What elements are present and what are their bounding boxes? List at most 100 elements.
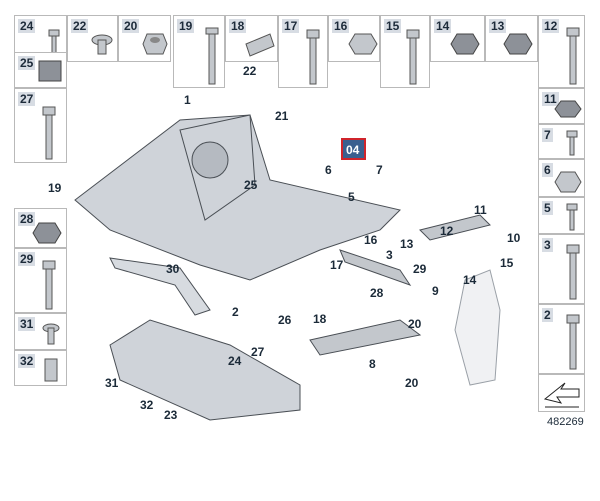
part-number: 32 bbox=[18, 354, 36, 368]
part-number: 2 bbox=[542, 308, 553, 322]
callout-2[interactable]: 2 bbox=[232, 305, 239, 319]
nut-icon bbox=[348, 33, 378, 55]
callout-16[interactable]: 16 bbox=[364, 233, 378, 247]
part-cell-29[interactable]: 29 bbox=[14, 248, 67, 313]
part-cell-27[interactable]: 27 bbox=[14, 88, 67, 163]
callout-9[interactable]: 9 bbox=[432, 284, 439, 298]
part-number: 14 bbox=[434, 19, 452, 33]
nut-icon bbox=[554, 171, 582, 193]
part-cell-13[interactable]: 13 bbox=[485, 15, 538, 62]
callout-31[interactable]: 31 bbox=[105, 376, 119, 390]
part-cell-15[interactable]: 15 bbox=[380, 15, 430, 88]
part-number: 31 bbox=[18, 317, 36, 331]
callout-15[interactable]: 15 bbox=[500, 256, 514, 270]
subframe bbox=[74, 114, 401, 281]
arrow-cell bbox=[538, 374, 585, 412]
part-number: 19 bbox=[177, 19, 195, 33]
callout-12[interactable]: 12 bbox=[440, 224, 454, 238]
part-cell-14[interactable]: 14 bbox=[430, 15, 485, 62]
part-number: 6 bbox=[542, 163, 553, 177]
callout-21[interactable]: 21 bbox=[275, 109, 289, 123]
callout-22[interactable]: 22 bbox=[243, 64, 257, 78]
callout-11[interactable]: 11 bbox=[474, 203, 487, 217]
callout-24[interactable]: 24 bbox=[228, 354, 242, 368]
part-number: 7 bbox=[542, 128, 553, 142]
part-number: 16 bbox=[332, 19, 350, 33]
callout-29[interactable]: 29 bbox=[413, 262, 427, 276]
callout-18[interactable]: 18 bbox=[313, 312, 327, 326]
part-cell-22[interactable]: 22 bbox=[67, 15, 118, 62]
part-number: 20 bbox=[122, 19, 140, 33]
part-cell-31[interactable]: 31 bbox=[14, 313, 67, 350]
bolt-icon bbox=[566, 130, 578, 156]
sleeve-icon bbox=[44, 358, 58, 382]
part-cell-18[interactable]: 18 bbox=[225, 15, 278, 62]
callout-27[interactable]: 27 bbox=[251, 345, 265, 359]
callout-10[interactable]: 10 bbox=[507, 231, 521, 245]
part-cell-25[interactable]: 25 bbox=[14, 52, 67, 88]
long-bolt-icon bbox=[205, 27, 219, 85]
callout-30[interactable]: 30 bbox=[166, 262, 180, 276]
callout-14[interactable]: 14 bbox=[463, 273, 477, 287]
callout-3[interactable]: 3 bbox=[386, 248, 393, 262]
nut-icon bbox=[450, 33, 480, 55]
part-cell-17[interactable]: 17 bbox=[278, 15, 328, 88]
part-number: 15 bbox=[384, 19, 402, 33]
callout-8[interactable]: 8 bbox=[369, 357, 376, 371]
part-cell-5[interactable]: 5 bbox=[538, 197, 585, 234]
part-cell-16[interactable]: 16 bbox=[328, 15, 380, 62]
callout-25[interactable]: 25 bbox=[244, 178, 258, 192]
part-cell-32[interactable]: 32 bbox=[14, 350, 67, 386]
long-bolt-icon bbox=[566, 27, 580, 85]
part-number: 27 bbox=[18, 92, 36, 106]
long-bolt-icon bbox=[566, 244, 580, 300]
part-cell-28[interactable]: 28 bbox=[14, 208, 67, 248]
bolt-icon bbox=[42, 323, 60, 345]
long-bolt-icon bbox=[566, 314, 580, 370]
callout-28[interactable]: 28 bbox=[370, 286, 384, 300]
knuckle bbox=[454, 269, 501, 386]
callout-6[interactable]: 6 bbox=[325, 163, 332, 177]
long-bolt-icon bbox=[42, 260, 56, 310]
part-number: 29 bbox=[18, 252, 36, 266]
diagram-id: 482269 bbox=[547, 416, 584, 428]
callout-7[interactable]: 7 bbox=[376, 163, 383, 177]
part-cell-20[interactable]: 20 bbox=[118, 15, 171, 62]
callout-32[interactable]: 32 bbox=[140, 398, 154, 412]
part-cell-7[interactable]: 7 bbox=[538, 124, 585, 159]
part-number: 17 bbox=[282, 19, 300, 33]
long-bolt-icon bbox=[42, 106, 56, 160]
callout-26[interactable]: 26 bbox=[278, 313, 292, 327]
part-cell-3[interactable]: 3 bbox=[538, 234, 585, 304]
part-number: 13 bbox=[489, 19, 507, 33]
callout-23[interactable]: 23 bbox=[164, 408, 178, 422]
part-cell-2[interactable]: 2 bbox=[538, 304, 585, 374]
highlighted-part-label[interactable]: 04 bbox=[341, 138, 366, 160]
callout-20a[interactable]: 20 bbox=[408, 317, 422, 331]
callout-17[interactable]: 17 bbox=[330, 258, 344, 272]
part-cell-6[interactable]: 6 bbox=[538, 159, 585, 197]
part-number: 25 bbox=[18, 56, 36, 70]
callout-1[interactable]: 1 bbox=[184, 93, 191, 107]
callout-5[interactable]: 5 bbox=[348, 190, 355, 204]
underbody-shield bbox=[109, 319, 301, 421]
part-cell-12[interactable]: 12 bbox=[538, 15, 585, 88]
bracket-icon bbox=[38, 60, 62, 82]
part-number: 18 bbox=[229, 19, 247, 33]
stud-bolt-icon bbox=[406, 29, 420, 85]
part-cell-19[interactable]: 19 bbox=[173, 15, 225, 88]
nut-icon bbox=[32, 222, 62, 244]
part-number: 5 bbox=[542, 201, 553, 215]
bracket-30 bbox=[109, 257, 211, 316]
callout-20b[interactable]: 20 bbox=[405, 376, 419, 390]
part-cell-11[interactable]: 11 bbox=[538, 88, 585, 124]
callout-19[interactable]: 19 bbox=[48, 181, 62, 195]
part-number: 3 bbox=[542, 238, 553, 252]
nut-icon bbox=[554, 100, 582, 118]
part-number: 11 bbox=[542, 92, 559, 106]
part-number: 12 bbox=[542, 19, 560, 33]
long-bolt-icon bbox=[306, 29, 320, 85]
clip-icon bbox=[91, 34, 113, 55]
callout-13[interactable]: 13 bbox=[400, 237, 414, 251]
